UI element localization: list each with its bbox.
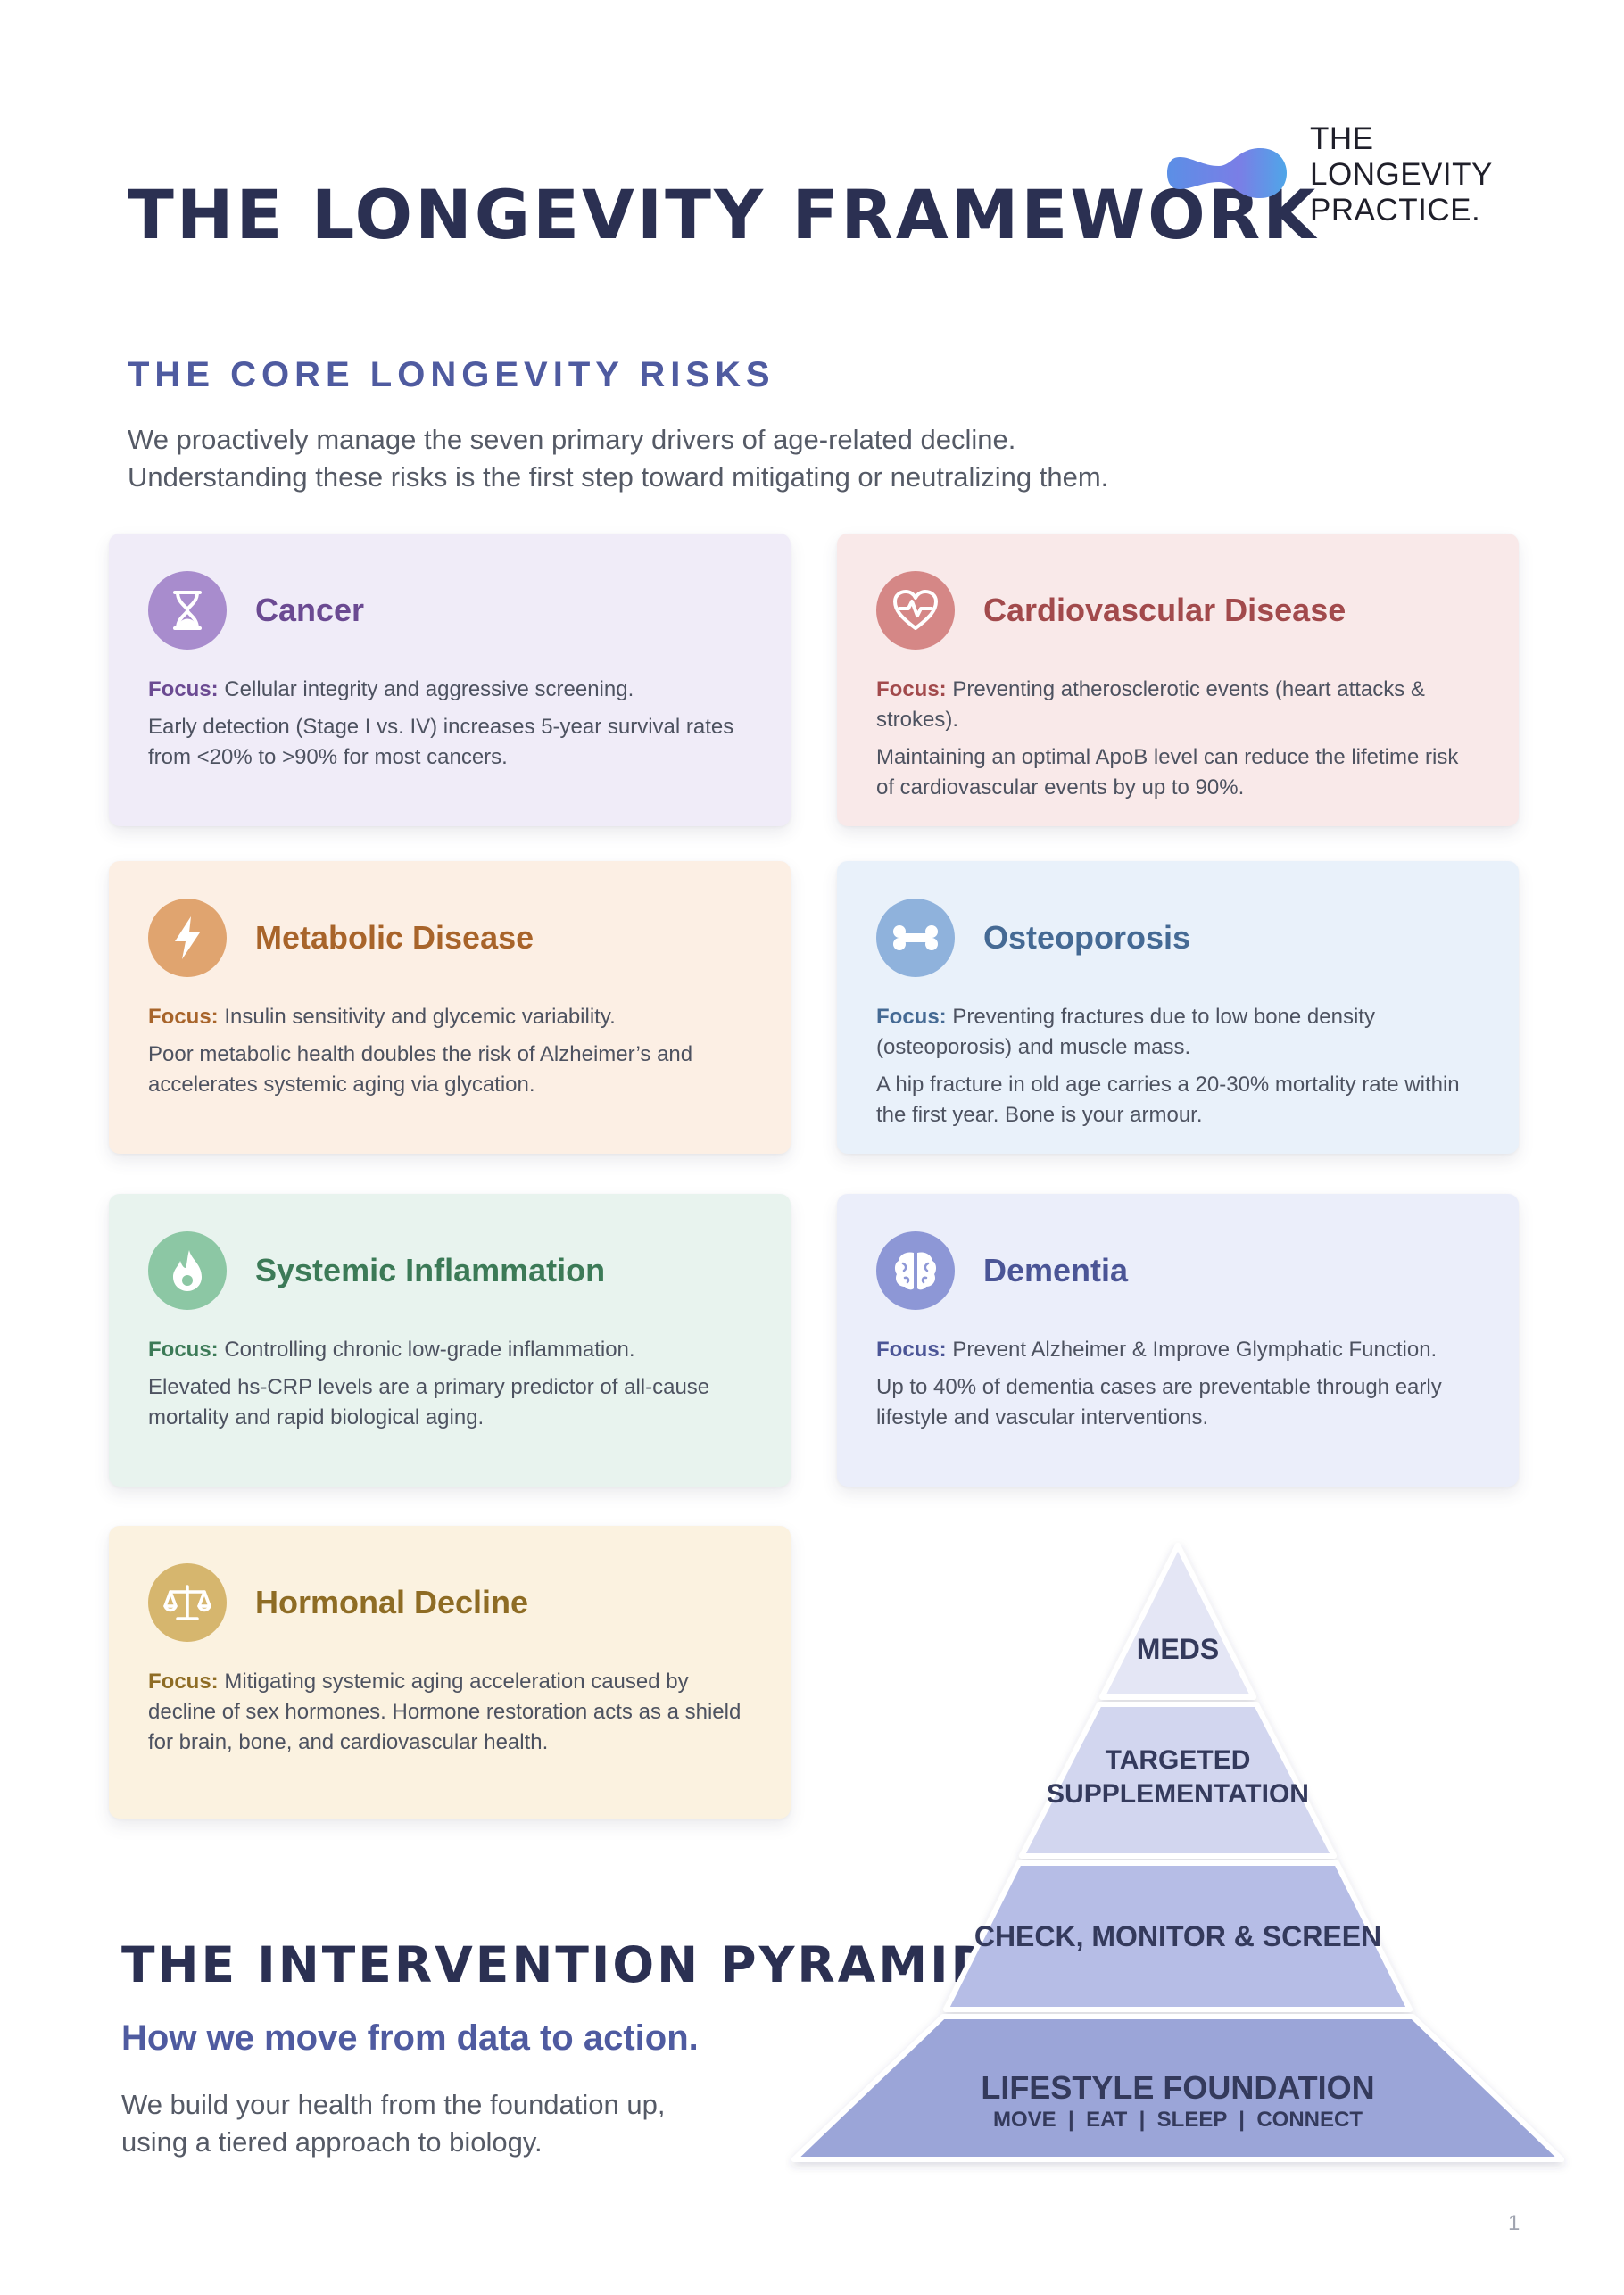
focus-label: Focus: <box>148 1338 219 1362</box>
flame-icon <box>148 1231 227 1310</box>
page-title: THE LONGEVITY FRAMEWORK <box>128 175 1319 254</box>
card-detail: Early detection (Stage I vs. IV) increas… <box>148 715 734 769</box>
section-title: THE CORE LONGEVITY RISKS <box>128 355 775 394</box>
focus-text: Preventing fractures due to low bone den… <box>876 1005 1375 1059</box>
risk-card-inflammation: Systemic Inflammation Focus: Controlling… <box>109 1194 791 1487</box>
logo-text: THE LONGEVITY PRACTICE. <box>1310 121 1493 228</box>
focus-text: Prevent Alzheimer & Improve Glymphatic F… <box>952 1338 1438 1362</box>
risk-card-dementia: Dementia Focus: Prevent Alzheimer & Impr… <box>837 1194 1519 1487</box>
pyramid-description-line: We build your health from the foundation… <box>121 2089 666 2120</box>
tier-label-meds: MEDS <box>785 1633 1570 1666</box>
risk-card-cardiovascular: Cardiovascular Disease Focus: Preventing… <box>837 534 1519 826</box>
scales-icon <box>148 1563 227 1642</box>
focus-label: Focus: <box>148 1669 219 1694</box>
tier-text: MEDS <box>1136 1633 1220 1665</box>
focus-label: Focus: <box>148 1005 219 1029</box>
pyramid-shape <box>791 1543 1564 2162</box>
risk-card-metabolic: Metabolic Disease Focus: Insulin sensiti… <box>109 861 791 1154</box>
card-focus: Focus: Insulin sensitivity and glycemic … <box>148 1002 751 1032</box>
tier-label-lifestyle: LIFESTYLE FOUNDATION MOVE | EAT | SLEEP … <box>785 2070 1570 2134</box>
risk-card-hormonal: Hormonal Decline Focus: Mitigating syste… <box>109 1526 791 1819</box>
logo-line: PRACTICE. <box>1310 193 1481 228</box>
tier-text: CHECK, MONITOR & SCREEN <box>974 1920 1382 1952</box>
card-focus: Focus: Cellular integrity and aggressive… <box>148 675 751 705</box>
pyramid-subtitle: How we move from data to action. <box>121 2018 699 2058</box>
tier-label-screening: CHECK, MONITOR & SCREEN <box>785 1920 1570 1953</box>
card-focus: Focus: Mitigating systemic aging acceler… <box>148 1667 751 1758</box>
focus-label: Focus: <box>876 1005 947 1029</box>
card-title: Osteoporosis <box>983 919 1191 956</box>
card-focus: Focus: Controlling chronic low-grade inf… <box>148 1335 751 1365</box>
bone-icon <box>876 899 955 977</box>
pyramid-tier-lifestyle <box>791 2014 1564 2162</box>
intro-line: We proactively manage the seven primary … <box>128 424 1016 455</box>
card-detail: Poor metabolic health doubles the risk o… <box>148 1042 693 1097</box>
card-title: Cardiovascular Disease <box>983 592 1346 628</box>
card-detail: A hip fracture in old age carries a 20-3… <box>876 1073 1460 1127</box>
tier-label-supplementation: TARGETED SUPPLEMENTATION <box>785 1744 1570 1811</box>
page-number: 1 <box>1508 2211 1520 2235</box>
card-detail: Elevated hs-CRP levels are a primary pre… <box>148 1375 710 1429</box>
tier-subtext: MOVE | EAT | SLEEP | CONNECT <box>993 2108 1363 2132</box>
card-focus: Focus: Preventing atherosclerotic events… <box>876 675 1479 735</box>
intro-line: Understanding these risks is the first s… <box>128 461 1109 493</box>
pyramid-tier-screening <box>943 1860 1413 2012</box>
pyramid-description: We build your health from the foundation… <box>121 2086 665 2161</box>
card-title: Systemic Inflammation <box>255 1252 606 1288</box>
heart-pulse-icon <box>876 571 955 650</box>
focus-text: Controlling chronic low-grade inflammati… <box>224 1338 635 1362</box>
logo-line: THE <box>1310 121 1374 156</box>
card-title: Cancer <box>255 592 365 628</box>
card-title: Dementia <box>983 1252 1129 1288</box>
tier-text: SUPPLEMENTATION <box>1047 1779 1309 1809</box>
card-focus: Focus: Prevent Alzheimer & Improve Glymp… <box>876 1335 1479 1365</box>
card-focus: Focus: Preventing fractures due to low b… <box>876 1002 1479 1063</box>
tier-text: LIFESTYLE FOUNDATION <box>981 2069 1375 2106</box>
pyramid-tier-supplementation <box>1019 1702 1337 1859</box>
risk-card-cancer: Cancer Focus: Cellular integrity and agg… <box>109 534 791 826</box>
intro-text: We proactively manage the seven primary … <box>128 421 1377 496</box>
focus-text: Insulin sensitivity and glycemic variabi… <box>224 1005 616 1029</box>
logo: THE LONGEVITY PRACTICE. <box>1167 121 1524 228</box>
risk-card-osteoporosis: Osteoporosis Focus: Preventing fractures… <box>837 861 1519 1154</box>
pyramid-description-line: using a tiered approach to biology. <box>121 2126 543 2158</box>
tier-text: TARGETED <box>1105 1745 1251 1775</box>
hourglass-icon <box>148 571 227 650</box>
focus-text: Preventing atherosclerotic events (heart… <box>876 677 1425 732</box>
lightning-icon <box>148 899 227 977</box>
focus-text: Mitigating systemic aging acceleration c… <box>148 1669 742 1754</box>
focus-text: Cellular integrity and aggressive screen… <box>224 677 634 701</box>
card-title: Hormonal Decline <box>255 1584 529 1620</box>
brain-icon <box>876 1231 955 1310</box>
intervention-pyramid: MEDS TARGETED SUPPLEMENTATION CHECK, MON… <box>785 1535 1588 2177</box>
pyramid-title: THE INTERVENTION PYRAMID <box>121 1936 995 1993</box>
logo-mark-icon <box>1167 148 1287 198</box>
card-detail: Up to 40% of dementia cases are preventa… <box>876 1375 1442 1429</box>
card-detail: Maintaining an optimal ApoB level can re… <box>876 745 1459 800</box>
focus-label: Focus: <box>876 1338 947 1362</box>
card-title: Metabolic Disease <box>255 919 534 956</box>
pyramid-tier-meds <box>1099 1543 1256 1700</box>
focus-label: Focus: <box>148 677 219 701</box>
focus-label: Focus: <box>876 677 947 701</box>
logo-line: LONGEVITY <box>1310 157 1493 192</box>
